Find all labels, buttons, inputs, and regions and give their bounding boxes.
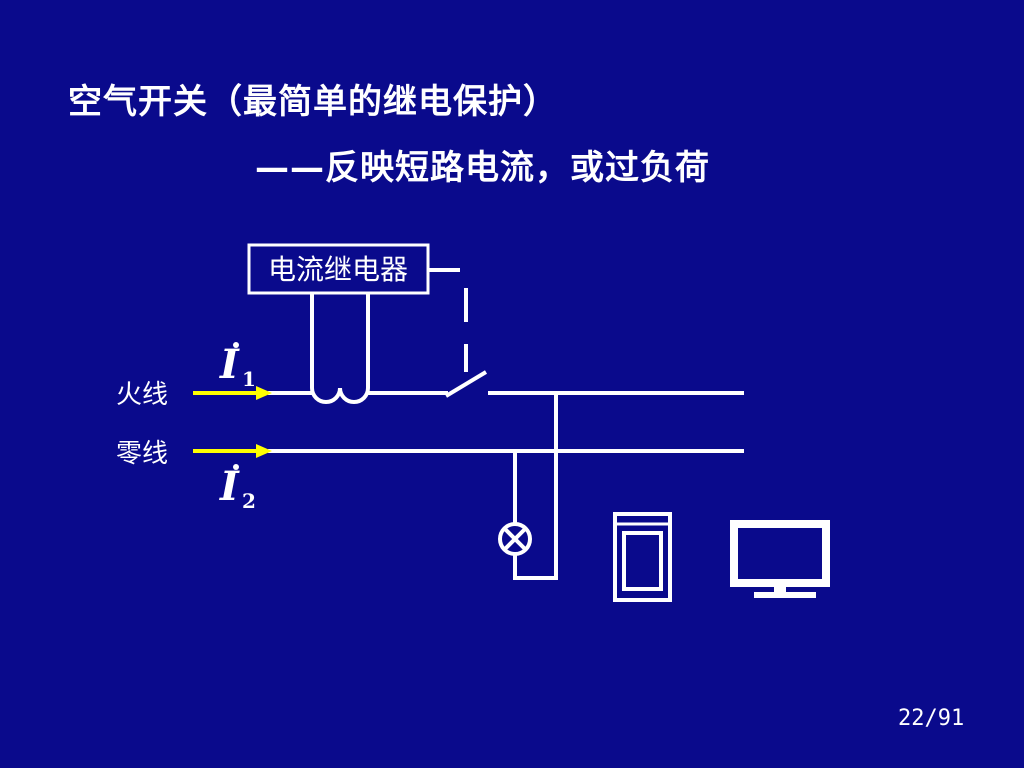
switch-blade — [444, 370, 488, 398]
current-1-letter: I — [219, 341, 240, 388]
page-number: 22/91 — [898, 706, 965, 731]
neutral-current-arrow — [193, 444, 272, 458]
relay-label: 电流继电器 — [268, 253, 408, 286]
current-1-subscript: 1 — [242, 367, 256, 391]
current-1-symbol: I 1 — [219, 341, 256, 391]
slide-subtitle: ——反映短路电流，或过负荷 — [255, 148, 710, 188]
current-2-subscript: 2 — [242, 489, 256, 513]
live-wire-label: 火线 — [116, 380, 168, 410]
refrigerator-icon — [613, 512, 672, 602]
relay-coil — [310, 293, 370, 404]
current-2-symbol: I 2 — [219, 463, 256, 513]
live-wire — [268, 370, 744, 398]
current-2-letter: I — [219, 463, 240, 510]
slide-title: 空气开关（最简单的继电保护） — [68, 82, 558, 122]
live-current-arrow — [193, 386, 272, 400]
monitor-icon — [730, 520, 830, 598]
current-relay: 电流继电器 — [247, 243, 460, 295]
neutral-wire-label: 零线 — [116, 439, 168, 469]
lamp-icon — [498, 522, 532, 556]
